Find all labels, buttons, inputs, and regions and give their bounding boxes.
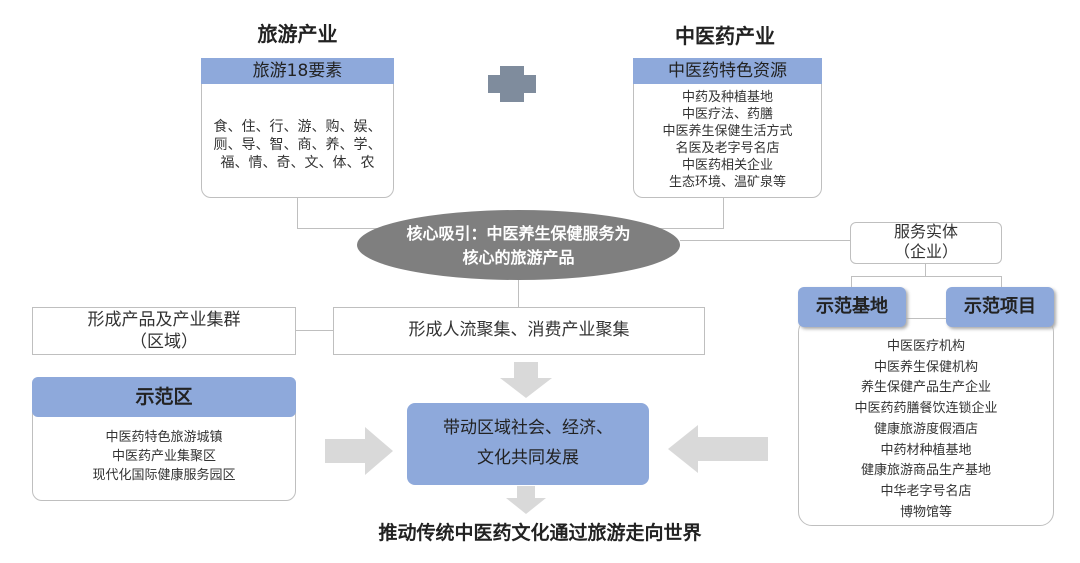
tourism-elements-list: 食、住、行、游、购、娱、 厕、导、智、商、养、学、 福、情、奇、文、体、农	[201, 118, 394, 172]
connector-line	[925, 264, 926, 276]
list-item: 福、情、奇、文、体、农	[220, 155, 375, 171]
service-entity-text: 服务实体 （企业）	[850, 222, 1002, 262]
list-item: 中医疗法、药膳	[681, 107, 773, 122]
list-item: 博物馆等	[899, 504, 952, 520]
enterprises-list: 中医医疗机构 中医养生保健机构 养生保健产品生产企业 中医药药膳餐饮连锁企业 健…	[798, 337, 1054, 523]
list-item: 健康旅游度假酒店	[873, 421, 978, 437]
list-item: 中医药相关企业	[681, 158, 773, 173]
core-attraction-ellipse	[357, 210, 680, 280]
core-line-1: 核心吸引：中医养生保健服务为	[406, 224, 631, 243]
list-item: 中医养生保健机构	[873, 359, 978, 375]
cluster-text: 形成产品及产业集群 （区域）	[32, 309, 296, 353]
connector-line	[723, 196, 724, 228]
connector-line	[851, 276, 852, 288]
drive-development-text: 带动区域社会、经济、 文化共同发展	[407, 413, 649, 473]
service-entity-box	[850, 222, 1002, 264]
cluster-line-2: （区域）	[130, 332, 198, 352]
connector-line	[851, 276, 1002, 277]
cluster-box	[32, 307, 296, 355]
core-line-2: 核心的旅游产品	[462, 248, 575, 267]
list-item: 中华老字号名店	[880, 483, 972, 499]
cluster-line-1: 形成产品及产业集群	[87, 310, 241, 330]
list-item: 中医药药膳餐饮连锁企业	[854, 401, 998, 417]
list-item: 厕、导、智、商、养、学、	[213, 137, 382, 153]
list-item: 生态环境、温矿泉等	[668, 175, 786, 190]
left-arrow-icon	[668, 425, 768, 473]
flow-box	[333, 307, 705, 355]
connector-line	[296, 330, 333, 331]
tcm-resources-box	[633, 70, 822, 198]
down-arrow-icon	[500, 362, 552, 398]
demo-project-tab: 示范项目	[946, 287, 1054, 327]
connector-line	[518, 275, 519, 307]
demo-zone-list: 中医药特色旅游城镇 中医药产业集聚区 现代化国际健康服务园区	[32, 428, 296, 485]
list-item: 中医药特色旅游城镇	[105, 430, 223, 445]
tcm-subheading: 中医药特色资源	[633, 58, 822, 84]
list-item: 现代化国际健康服务园区	[92, 468, 236, 483]
list-item: 中医养生保健生活方式	[662, 124, 793, 139]
tourism-elements-box	[201, 70, 394, 198]
list-item: 名医及老字号名店	[675, 141, 780, 156]
tourism-subheading: 旅游18要素	[201, 58, 394, 84]
tourism-heading: 旅游产业	[257, 22, 338, 46]
drive-line-1: 带动区域社会、经济、	[443, 418, 613, 438]
down-arrow-icon	[506, 486, 546, 514]
service-line-2: （企业）	[893, 242, 958, 261]
list-item: 中药及种植基地	[681, 90, 773, 105]
demo-zone-title: 示范区	[32, 377, 296, 417]
plus-icon	[488, 66, 536, 102]
connector-line	[680, 240, 850, 241]
connector-line	[297, 228, 397, 229]
tcm-heading: 中医药产业	[675, 24, 775, 48]
bottom-statement: 推动传统中医药文化通过旅游走向世界	[378, 522, 702, 544]
drive-line-2: 文化共同发展	[477, 448, 579, 468]
list-item: 中医医疗机构	[886, 339, 965, 354]
right-arrow-icon	[325, 427, 393, 475]
list-item: 健康旅游商品生产基地	[860, 463, 991, 479]
list-item: 中医药产业集聚区	[111, 449, 216, 464]
connector-line	[297, 196, 298, 228]
demo-base-tab: 示范基地	[798, 287, 906, 327]
list-item: 食、住、行、游、购、娱、	[213, 119, 382, 135]
drive-development-box	[407, 403, 649, 485]
enterprises-box	[798, 318, 1054, 526]
service-line-1: 服务实体	[893, 222, 958, 241]
flow-text: 形成人流聚集、消费产业聚集	[408, 320, 630, 340]
list-item: 养生保健产品生产企业	[860, 380, 991, 396]
core-attraction-text: 核心吸引：中医养生保健服务为 核心的旅游产品	[357, 222, 680, 270]
list-item: 中药材种植基地	[880, 442, 972, 458]
connector-line	[1001, 276, 1002, 288]
connector-line	[640, 228, 724, 229]
tcm-resources-list: 中药及种植基地 中医疗法、药膳 中医养生保健生活方式 名医及老字号名店 中医药相…	[633, 89, 822, 191]
